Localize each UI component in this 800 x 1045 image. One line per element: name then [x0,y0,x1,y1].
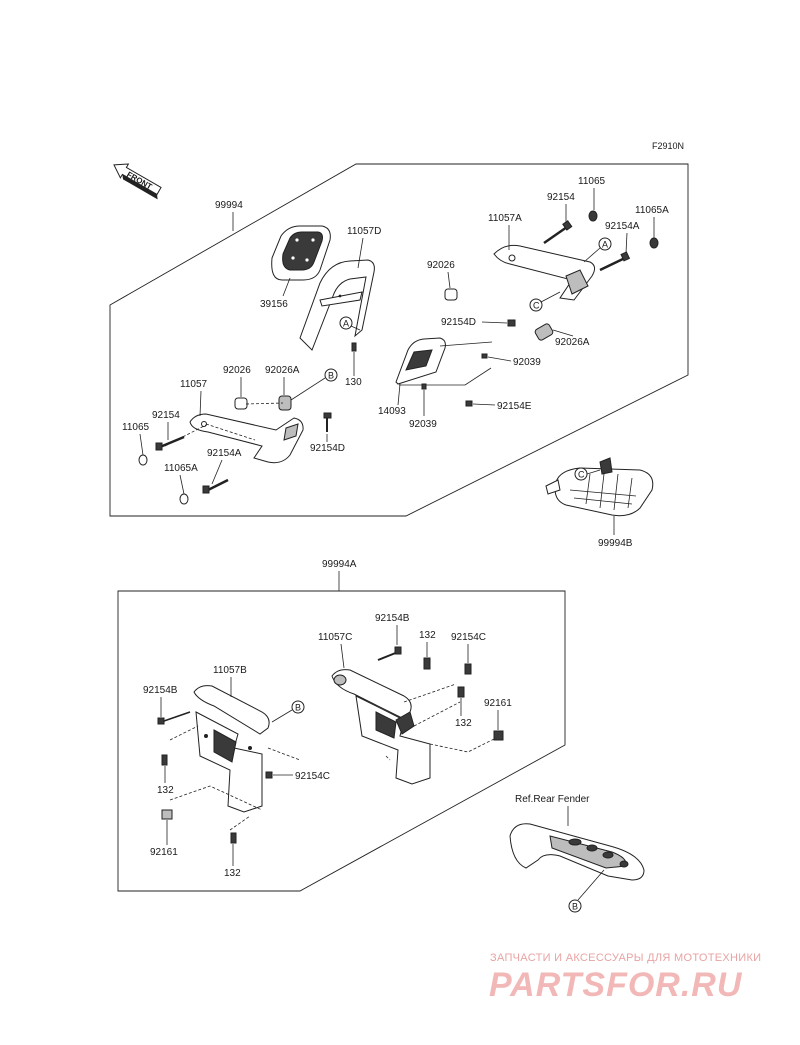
label-92154E: 92154E [497,401,532,412]
label-92039-b: 92039 [409,419,437,430]
label-92154C-left: 92154C [295,771,330,782]
spacer-92026-left [234,397,248,410]
svg-text:B: B [328,371,334,381]
bolt-92154A-top [599,251,631,272]
label-92026-left: 92026 [223,365,251,376]
screw-132-a [161,754,168,766]
bolt-92154E [465,400,473,407]
label-92026-top: 92026 [427,260,455,271]
watermark-brand: PARTSFOR.RU [489,966,743,1004]
rear-fender [509,823,645,881]
bolt-92154D-top [507,319,516,327]
svg-text:A: A [343,319,349,329]
front-arrow-icon: FRONT [113,163,162,200]
screw-132-c [423,657,431,670]
label-92154D-top: 92154D [441,317,476,328]
bolt-92154A-left [202,478,229,494]
kit-99994-box [109,163,689,517]
label-92154C-right: 92154C [451,632,486,643]
bracket-14093 [395,337,446,385]
svg-text:B: B [295,703,301,713]
label-132-a: 132 [157,785,174,796]
nut-92161-a [161,809,173,820]
label-11057B: 11057B [213,665,247,676]
figure-code: F2910N [652,141,684,151]
label-14093: 14093 [378,406,406,417]
label-92154B-left: 92154B [143,685,178,696]
side-plate-right [493,244,596,301]
bolt-92154-top [543,220,573,245]
spacer-92026A-left [278,395,292,411]
label-11057D: 11057D [347,226,381,237]
label-11057: 11057 [180,379,208,390]
label-92026A-top: 92026A [555,337,590,348]
svg-text:C: C [533,301,540,311]
label-92154-top: 92154 [547,192,575,203]
label-11057A: 11057A [488,213,522,224]
bolt-92154C-right [464,663,472,675]
watermark-tagline: ЗАПЧАСТИ И АКСЕССУАРЫ ДЛЯ МОТОТЕХНИКИ [490,952,761,964]
nut-92039-a [481,353,488,359]
backrest-pad [271,225,331,281]
screw-130 [351,342,357,352]
kit-99994A-box [117,590,566,892]
label-132-d: 132 [455,718,472,729]
label-92161-a: 92161 [150,847,178,858]
callout-B-3: B [568,899,582,913]
label-92161-b: 92161 [484,698,512,709]
label-11065-left: 11065 [122,422,150,433]
screw-132-b [230,832,237,844]
callout-A-2: A [598,237,612,251]
plate-11057C [331,669,431,785]
callout-A-1: A [339,316,353,330]
spacer-92026A-top [534,323,554,341]
bolt-92154D-left [323,412,332,432]
label-99994A: 99994A [322,559,357,570]
screw-132-d [457,686,465,698]
label-11065A-left: 11065A [164,463,198,474]
label-92154B-right: 92154B [375,613,410,624]
label-99994: 99994 [215,200,243,211]
bolt-92154B-right [377,646,402,661]
backrest-frame [299,259,375,351]
svg-text:B: B [572,902,578,912]
label-11057C: 11057C [318,632,352,643]
label-11065A-top: 11065A [635,205,669,216]
label-92039-a: 92039 [513,357,541,368]
label-92026A-left: 92026A [265,365,300,376]
callout-B-1: B [324,368,338,382]
callout-C-1: C [529,298,543,312]
svg-text:A: A [602,240,608,250]
label-92154A-top: 92154A [605,221,640,232]
label-130: 130 [345,377,362,388]
label-99994B: 99994B [598,538,633,549]
luggage-rack [545,457,654,517]
callout-B-2: B [291,700,305,714]
label-92154D-left: 92154D [310,443,345,454]
label-92154-left: 92154 [152,410,180,421]
nut-92161-b [493,730,504,741]
nut-92039-b [421,383,427,390]
bolt-92154B-left [157,711,191,725]
washer-11065A-left [179,493,189,505]
label-132-b: 132 [224,868,241,879]
label-11065-top: 11065 [578,176,606,187]
plate-11057B [193,685,270,813]
bolt-92154C-left [265,771,273,779]
washer-11065A-top [649,237,659,249]
label-132-c: 132 [419,630,436,641]
label-39156: 39156 [260,299,288,310]
washer-11065-left [138,454,148,466]
callout-C-2: C [574,467,588,481]
spacer-92026-top [444,288,458,301]
label-ref-rear-fender: Ref.Rear Fender [515,794,590,805]
svg-text:C: C [578,470,585,480]
label-92154A-left: 92154A [207,448,242,459]
washer-11065-top [588,210,598,222]
